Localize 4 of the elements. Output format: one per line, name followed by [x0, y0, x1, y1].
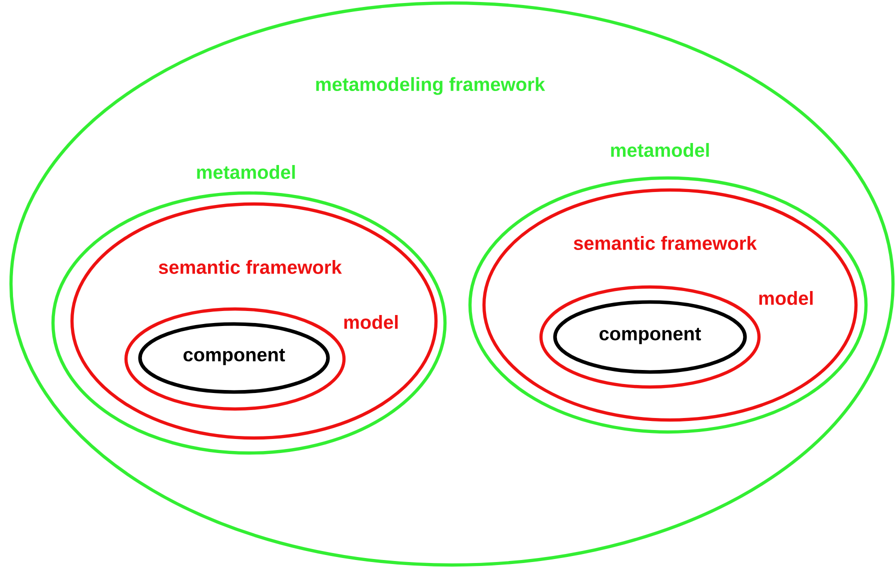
node-label: model: [759, 291, 813, 305]
node-label: metamodel: [197, 165, 295, 179]
node-label: model: [344, 315, 398, 329]
node-label: metamodel: [611, 143, 709, 157]
